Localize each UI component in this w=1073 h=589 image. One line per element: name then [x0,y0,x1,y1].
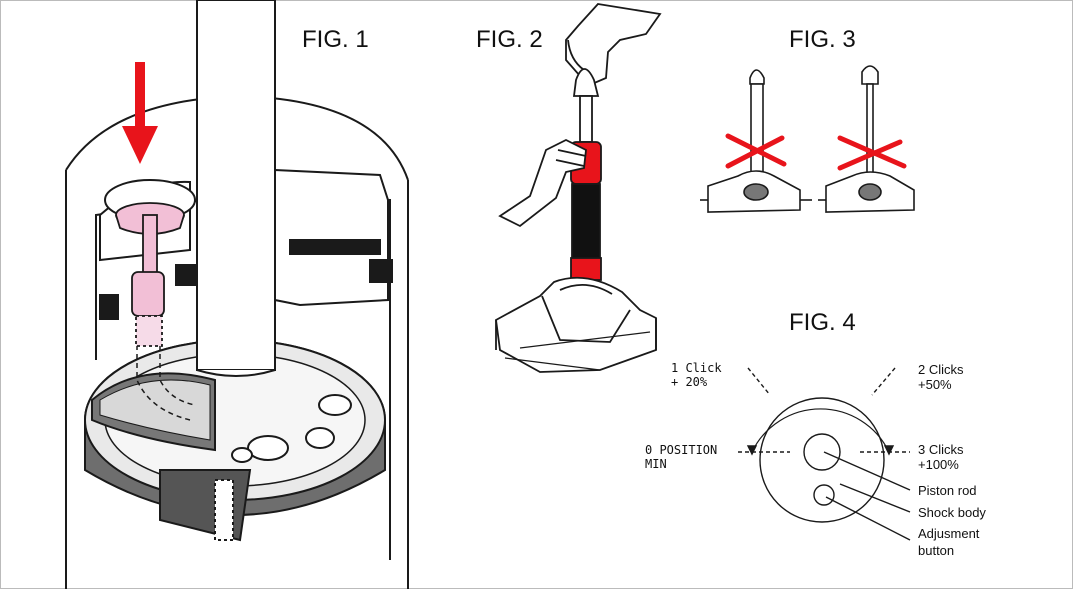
label-min: MIN [645,457,667,471]
fig4-labels: 1 Click + 20% 2 Clicks +50% 0 POSITION M… [645,361,986,558]
label-two-clicks: 2 Clicks [918,362,964,377]
fig3-right-shock [818,65,915,213]
fig1-adjuster-knob [115,202,185,347]
label-one-click: 1 Click [671,361,722,375]
fig1-title: FIG. 1 [302,26,369,53]
label-zero-position: 0 POSITION [645,443,717,457]
fig4-title: FIG. 4 [789,309,856,336]
fig2-illustration [495,3,662,373]
label-piston-rod: Piston rod [918,483,977,498]
fig3-left-cross-icon [725,133,787,169]
fig1-down-arrow-icon [122,62,158,164]
label-three-clicks: 3 Clicks [918,442,964,457]
fig3-left-shock [700,69,812,213]
label-button: button [918,543,954,558]
fig3-title: FIG. 3 [789,26,856,53]
fig3-right-cross-icon [837,135,907,171]
fig4-dial [738,367,911,541]
label-shock-body: Shock body [918,505,986,520]
label-adjustment: Adjusment [918,526,980,541]
fig1-illustration [65,0,409,589]
label-one-click-pct: + 20% [671,375,708,389]
fig2-title: FIG. 2 [476,26,543,53]
label-three-clicks-pct: +100% [918,457,959,472]
label-two-clicks-pct: +50% [918,377,952,392]
